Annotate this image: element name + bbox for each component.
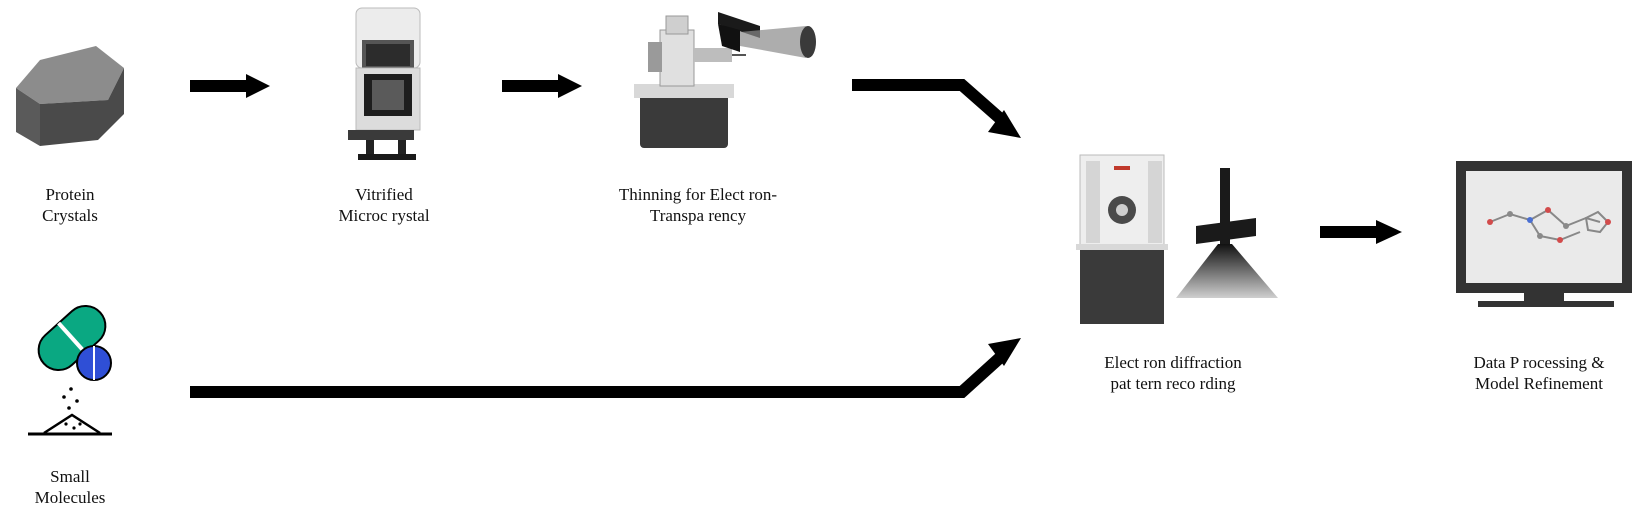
label-small-molecules: Small Molecules xyxy=(14,466,126,508)
monitor-icon xyxy=(1456,161,1632,307)
powder-icon xyxy=(28,387,112,436)
molecule-atoms xyxy=(1487,207,1611,243)
arrow-vitrified-to-thinning xyxy=(502,74,582,98)
label-vitrified-microcrystal: Vitrified Microc rystal xyxy=(314,184,454,226)
label-line: Protein xyxy=(45,185,95,204)
label-line: Data P rocessing & xyxy=(1473,353,1605,372)
label-line: Vitrified xyxy=(355,185,413,204)
label-line: Thinning for Elect ron- xyxy=(618,185,778,204)
label-protein-crystals: Protein Crystals xyxy=(14,184,126,226)
label-processing: Data P rocessing & Model Refinement xyxy=(1444,352,1634,394)
arrow-small-molecules-to-diffraction xyxy=(190,338,1021,398)
fib-beam-icon xyxy=(718,12,816,58)
vitrobot-icon xyxy=(348,7,421,160)
diffraction-beam-icon xyxy=(1176,168,1278,298)
arrow-thinning-to-diffraction xyxy=(852,79,1021,138)
crystal-icon xyxy=(16,46,124,146)
cryo-em-icon xyxy=(1076,154,1168,324)
arrow-diffraction-to-processing xyxy=(1320,220,1402,244)
label-line: Transpa rency xyxy=(649,206,747,225)
label-line: Elect ron diffraction xyxy=(1104,353,1242,372)
label-line: Microc rystal xyxy=(338,206,430,225)
label-line: Molecules xyxy=(34,488,106,507)
capsule-icon xyxy=(37,304,112,381)
label-diffraction: Elect ron diffraction pat tern reco rdin… xyxy=(1068,352,1278,394)
label-line: Small xyxy=(50,467,90,486)
label-thinning: Thinning for Elect ron- Transpa rency xyxy=(588,184,808,226)
fib-sem-icon xyxy=(634,15,746,148)
label-line: pat tern reco rding xyxy=(1110,374,1236,393)
label-line: Crystals xyxy=(42,206,98,225)
label-line: Model Refinement xyxy=(1475,374,1603,393)
arrow-crystal-to-vitrified xyxy=(190,74,270,98)
